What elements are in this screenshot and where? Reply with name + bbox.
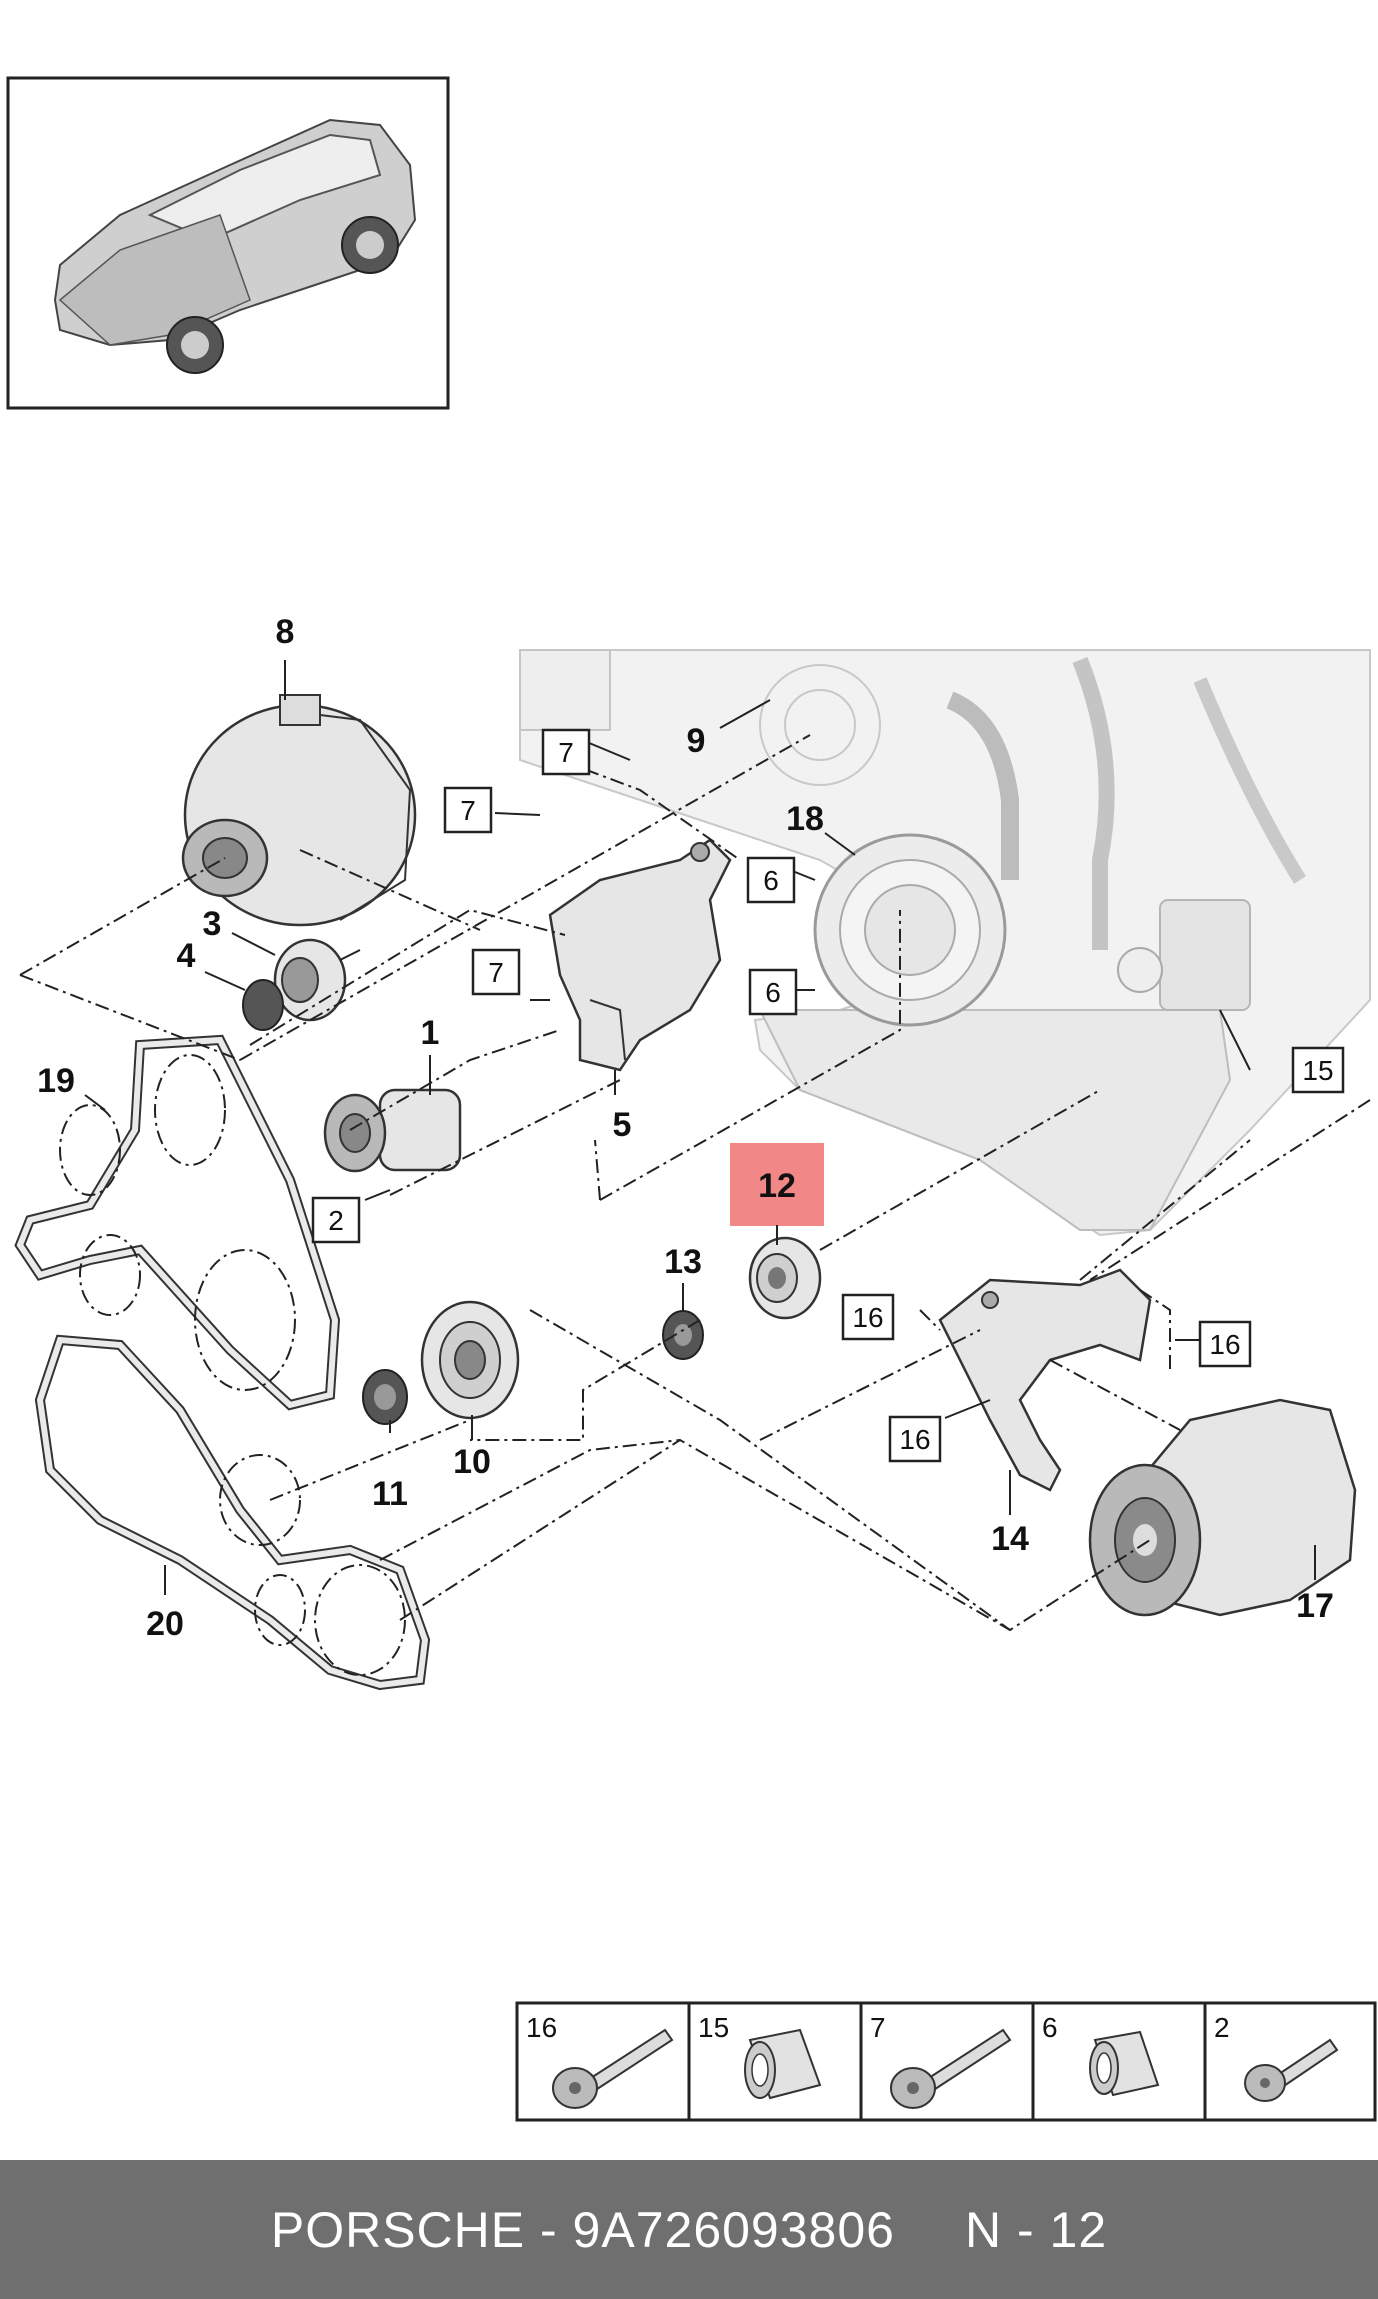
bracket-5 [548,838,732,1072]
boxed-callout-16a: 16 [841,1293,895,1341]
callout-13: 13 [664,1243,702,1281]
svg-text:7: 7 [460,795,476,826]
svg-text:15: 15 [698,2012,729,2043]
ac-compressor-17 [1088,1398,1357,1617]
callout-4: 4 [177,937,196,975]
boxed-callout-7c: 7 [471,948,521,996]
svg-text:2: 2 [1214,2012,1230,2043]
boxed-callout-16b: 16 [1198,1320,1252,1368]
callout-20: 20 [146,1605,184,1643]
svg-text:7: 7 [488,957,504,988]
svg-text:6: 6 [1042,2012,1058,2043]
fastener-legend: 16 15 7 6 2 [515,2001,1377,2122]
engine-block [519,649,1371,1237]
callout-17: 17 [1296,1587,1334,1625]
legend-cell-7: 7 [870,2012,1012,2109]
idler-roller-12[interactable] [748,1236,822,1320]
legend-cell-15: 15 [698,2012,822,2100]
svg-text:6: 6 [763,865,779,896]
cap-4 [242,979,284,1031]
svg-text:2: 2 [328,1205,344,1236]
callout-1: 1 [421,1014,440,1052]
part-12-highlight [730,1143,824,1226]
vehicle-thumbnail [6,76,450,410]
boxed-callout-16c: 16 [888,1415,942,1463]
cap-13 [662,1310,704,1360]
legend-cell-6: 6 [1042,2012,1160,2097]
callout-11: 11 [372,1475,408,1513]
boxed-callout-7b: 7 [443,786,493,834]
footer-part-number: PORSCHE - 9A726093806 [270,2201,895,2258]
legend-cell-16: 16 [526,2012,674,2109]
callout-3: 3 [203,905,222,943]
ribbed-belt-19 [14,1034,341,1411]
boxed-callouts: 7 7 6 7 6 15 2 16 16 16 [311,728,1345,1463]
callout-5: 5 [613,1106,632,1144]
svg-text:7: 7 [870,2012,886,2043]
assembly-lines [19,734,1371,1632]
footer-bar: PORSCHE - 9A726093806 N - 12 [0,2160,1378,2299]
cap-11 [362,1369,408,1425]
callout-19: 19 [37,1062,75,1100]
callout-labels: 8 9 18 3 4 1 19 5 12 13 10 11 14 17 20 [37,613,1334,1643]
callout-8: 8 [276,613,295,651]
ribbed-belt-20 [34,1334,431,1691]
legend-cell-2: 2 [1214,2012,1339,2102]
tensioner-1 [323,1088,462,1173]
svg-text:16: 16 [899,1424,930,1455]
idler-roller-3 [273,938,361,1022]
callout-10: 10 [453,1443,491,1481]
deflection-roller-10 [420,1300,520,1420]
callout-18: 18 [786,800,824,838]
svg-text:16: 16 [526,2012,557,2043]
svg-text:7: 7 [558,737,574,768]
boxed-callout-6a: 6 [746,856,796,904]
callout-14: 14 [991,1520,1029,1558]
callout-9: 9 [687,722,706,760]
svg-text:16: 16 [1209,1329,1240,1360]
boxed-callout-6b: 6 [748,968,798,1016]
alternator [181,694,417,927]
svg-text:16: 16 [852,1302,883,1333]
callout-12: 12 [758,1167,796,1205]
boxed-callout-15: 15 [1291,1046,1345,1094]
exploded-parts-diagram: 8 9 18 3 4 1 19 5 12 13 10 11 14 17 20 7… [6,76,1377,2122]
compressor-bracket-14 [938,1268,1152,1492]
svg-text:6: 6 [765,977,781,1008]
boxed-callout-2: 2 [311,1196,361,1244]
footer-position-ref: N - 12 [964,2201,1108,2258]
boxed-callout-7a: 7 [541,728,591,776]
svg-text:15: 15 [1302,1055,1333,1086]
